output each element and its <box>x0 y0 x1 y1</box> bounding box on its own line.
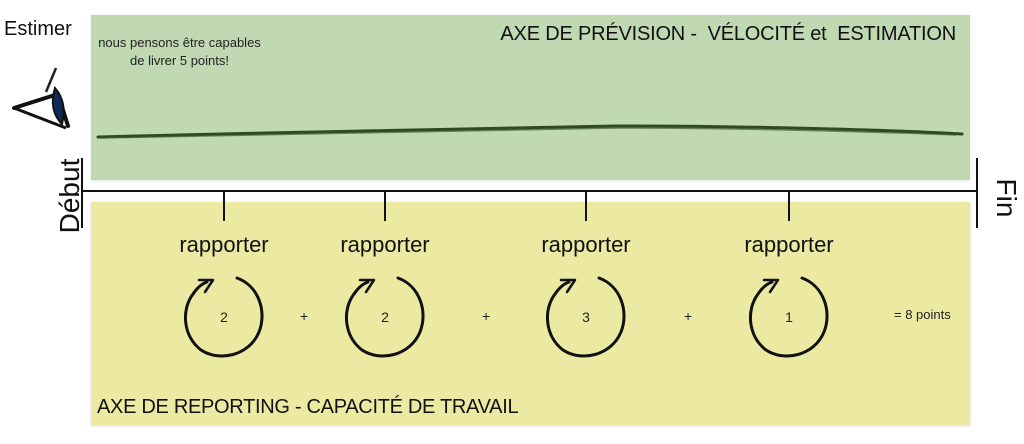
estimate-label: Estimer <box>4 18 72 40</box>
eye-icon <box>12 67 70 130</box>
total-points: = 8 points <box>894 307 951 322</box>
iteration-points-4: 1 <box>785 309 793 325</box>
plus-sign-3: + <box>684 308 693 324</box>
report-label-3: rapporter <box>541 232 631 257</box>
iteration-tick-3 <box>585 191 587 221</box>
forecast-axis-title: AXE DE PRÉVISION - VÉLOCITÉ et ESTIMATIO… <box>500 23 956 45</box>
start-label-container: Début <box>20 156 120 236</box>
forecast-axis-band: nous pensons être capables de livrer 5 p… <box>91 15 970 180</box>
report-label-4: rapporter <box>744 232 834 257</box>
iteration-points-1: 2 <box>220 309 228 325</box>
iteration-cycle-1: 2 <box>179 272 269 362</box>
end-label-container: Fin <box>976 158 1024 238</box>
start-marker <box>81 158 83 228</box>
report-label-1: rapporter <box>179 232 269 257</box>
cycle-arrow-icon <box>545 276 626 358</box>
plus-sign-1: + <box>300 308 309 324</box>
reporting-axis-title: AXE DE REPORTING - CAPACITÉ DE TRAVAIL <box>97 396 519 418</box>
iteration-cycle-3: 3 <box>541 272 631 362</box>
end-marker <box>976 158 978 228</box>
iteration-tick-2 <box>384 191 386 221</box>
iteration-cycle-4: 1 <box>744 272 834 362</box>
cycle-arrow-icon <box>344 276 425 358</box>
iteration-tick-1 <box>223 191 225 221</box>
iteration-cycle-2: 2 <box>340 272 430 362</box>
plus-sign-2: + <box>482 308 491 324</box>
reporting-axis-band: AXE DE REPORTING - CAPACITÉ DE TRAVAIL <box>91 202 970 425</box>
cycle-arrow-icon <box>748 276 829 358</box>
estimate-note: nous pensons être capables de livrer 5 p… <box>98 35 261 68</box>
end-label: Fin <box>991 178 1022 218</box>
timeline-axis <box>82 190 978 192</box>
iteration-points-3: 3 <box>582 309 590 325</box>
report-label-2: rapporter <box>340 232 430 257</box>
iteration-points-2: 2 <box>381 309 389 325</box>
iteration-tick-4 <box>788 191 790 221</box>
velocity-brush-stroke <box>96 124 964 139</box>
cycle-arrow-icon <box>183 276 264 358</box>
